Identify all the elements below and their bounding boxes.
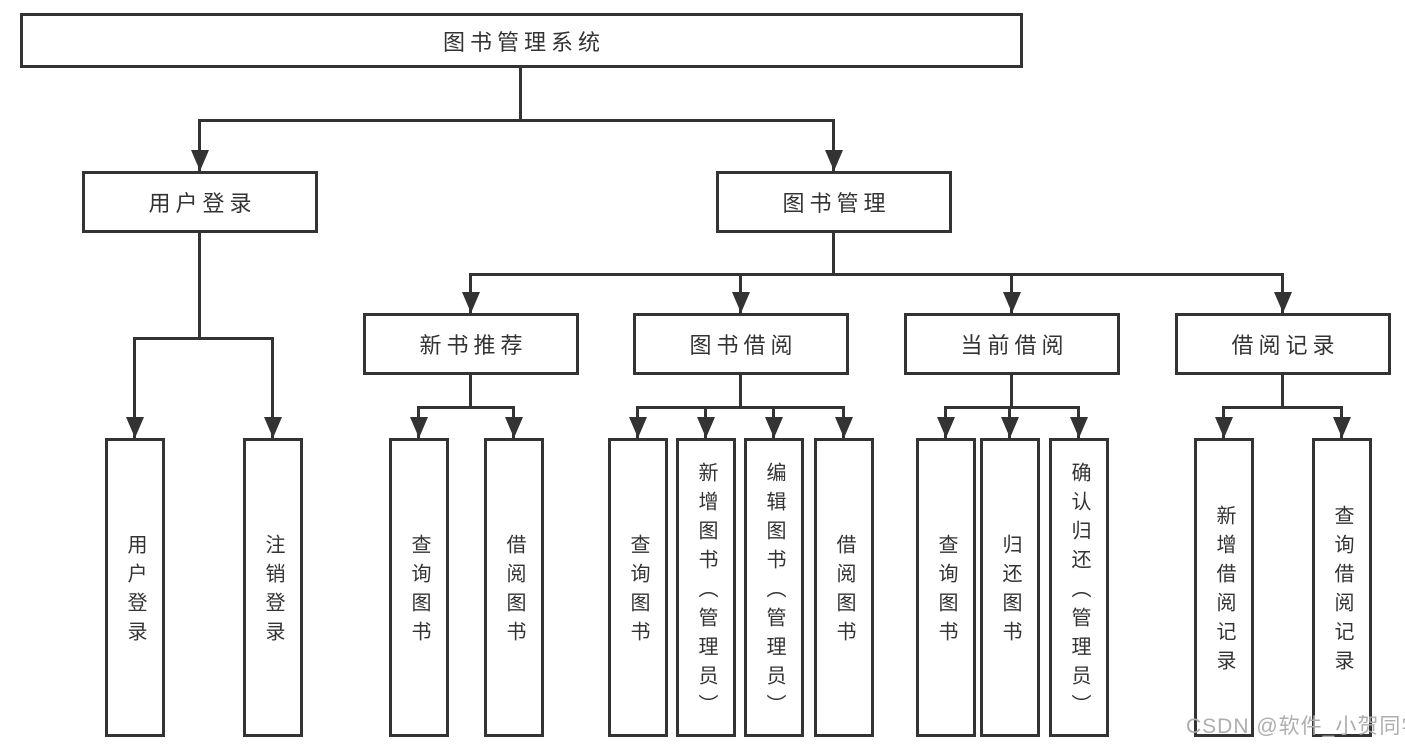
leaf-borrow-add-book: 新增图书（管理员） bbox=[676, 438, 736, 737]
node-user-login: 用户登录 bbox=[82, 171, 318, 233]
csdn-watermark: CSDN @软件_小贺同学 bbox=[1186, 715, 1405, 738]
connector-drop-book-management bbox=[832, 119, 835, 171]
node-book-borrow: 图书借阅 bbox=[633, 313, 849, 375]
connector-book-management-stem bbox=[832, 233, 835, 276]
connector-user-login-stem bbox=[198, 233, 201, 340]
node-borrow-record: 借阅记录 bbox=[1175, 313, 1391, 375]
arrow-down-borrow-edit bbox=[765, 417, 783, 438]
connector-level3-rail bbox=[469, 273, 1284, 276]
leaf-borrow-borrow-book: 借阅图书 bbox=[814, 438, 874, 737]
leaf-logout: 注销登录 bbox=[243, 438, 303, 737]
arrow-down-current-confirm bbox=[1070, 417, 1088, 438]
arrow-down-user-login bbox=[191, 150, 209, 171]
connector-current-stem bbox=[1010, 375, 1013, 409]
arrow-down-current-return bbox=[1001, 417, 1019, 438]
leaf-current-confirm-return: 确认归还（管理员） bbox=[1049, 438, 1109, 737]
connector-borrow-rail bbox=[636, 406, 845, 409]
leaf-record-query: 查询借阅记录 bbox=[1312, 438, 1372, 737]
connector-user-login-rail bbox=[133, 337, 274, 340]
arrow-down-book-borrow bbox=[732, 292, 750, 313]
arrow-down-recommend-query bbox=[410, 417, 428, 438]
node-new-book-recommend: 新书推荐 bbox=[363, 313, 579, 375]
leaf-borrow-query-book: 查询图书 bbox=[608, 438, 668, 737]
arrow-down-leaf-user-login bbox=[126, 417, 144, 438]
connector-drop-leaf-user-login bbox=[133, 337, 136, 438]
arrow-down-recommend-borrow bbox=[505, 417, 523, 438]
connector-root-stem bbox=[519, 68, 522, 122]
arrow-down-borrow-query bbox=[629, 417, 647, 438]
leaf-current-query-book: 查询图书 bbox=[916, 438, 976, 737]
connector-borrow-stem bbox=[739, 375, 742, 409]
arrow-down-borrow-record bbox=[1274, 292, 1292, 313]
leaf-recommend-borrow-book: 借阅图书 bbox=[484, 438, 544, 737]
leaf-user-login: 用户登录 bbox=[105, 438, 165, 737]
arrow-down-book-management bbox=[825, 150, 843, 171]
connector-record-rail bbox=[1222, 406, 1343, 409]
connector-record-stem bbox=[1281, 375, 1284, 409]
arrow-down-borrow-borrow bbox=[835, 417, 853, 438]
arrow-down-current-query bbox=[937, 417, 955, 438]
arrow-down-record-query bbox=[1333, 417, 1351, 438]
arrow-down-borrow-add bbox=[697, 417, 715, 438]
connector-drop-user-login bbox=[198, 119, 201, 171]
leaf-record-add: 新增借阅记录 bbox=[1194, 438, 1254, 737]
arrow-down-current-borrow bbox=[1003, 292, 1021, 313]
leaf-recommend-query-book: 查询图书 bbox=[389, 438, 449, 737]
node-current-borrow: 当前借阅 bbox=[904, 313, 1120, 375]
connector-drop-leaf-logout bbox=[271, 337, 274, 438]
connector-recommend-rail bbox=[417, 406, 515, 409]
connector-current-rail bbox=[944, 406, 1080, 409]
arrow-down-record-add bbox=[1215, 417, 1233, 438]
connector-level2-rail bbox=[198, 119, 835, 122]
leaf-current-return-book: 归还图书 bbox=[980, 438, 1040, 737]
node-root: 图书管理系统 bbox=[20, 13, 1023, 68]
arrow-down-new-book-recommend bbox=[462, 292, 480, 313]
arrow-down-leaf-logout bbox=[264, 417, 282, 438]
leaf-borrow-edit-book: 编辑图书（管理员） bbox=[744, 438, 804, 737]
connector-recommend-stem bbox=[469, 375, 472, 409]
node-book-management: 图书管理 bbox=[716, 171, 952, 233]
